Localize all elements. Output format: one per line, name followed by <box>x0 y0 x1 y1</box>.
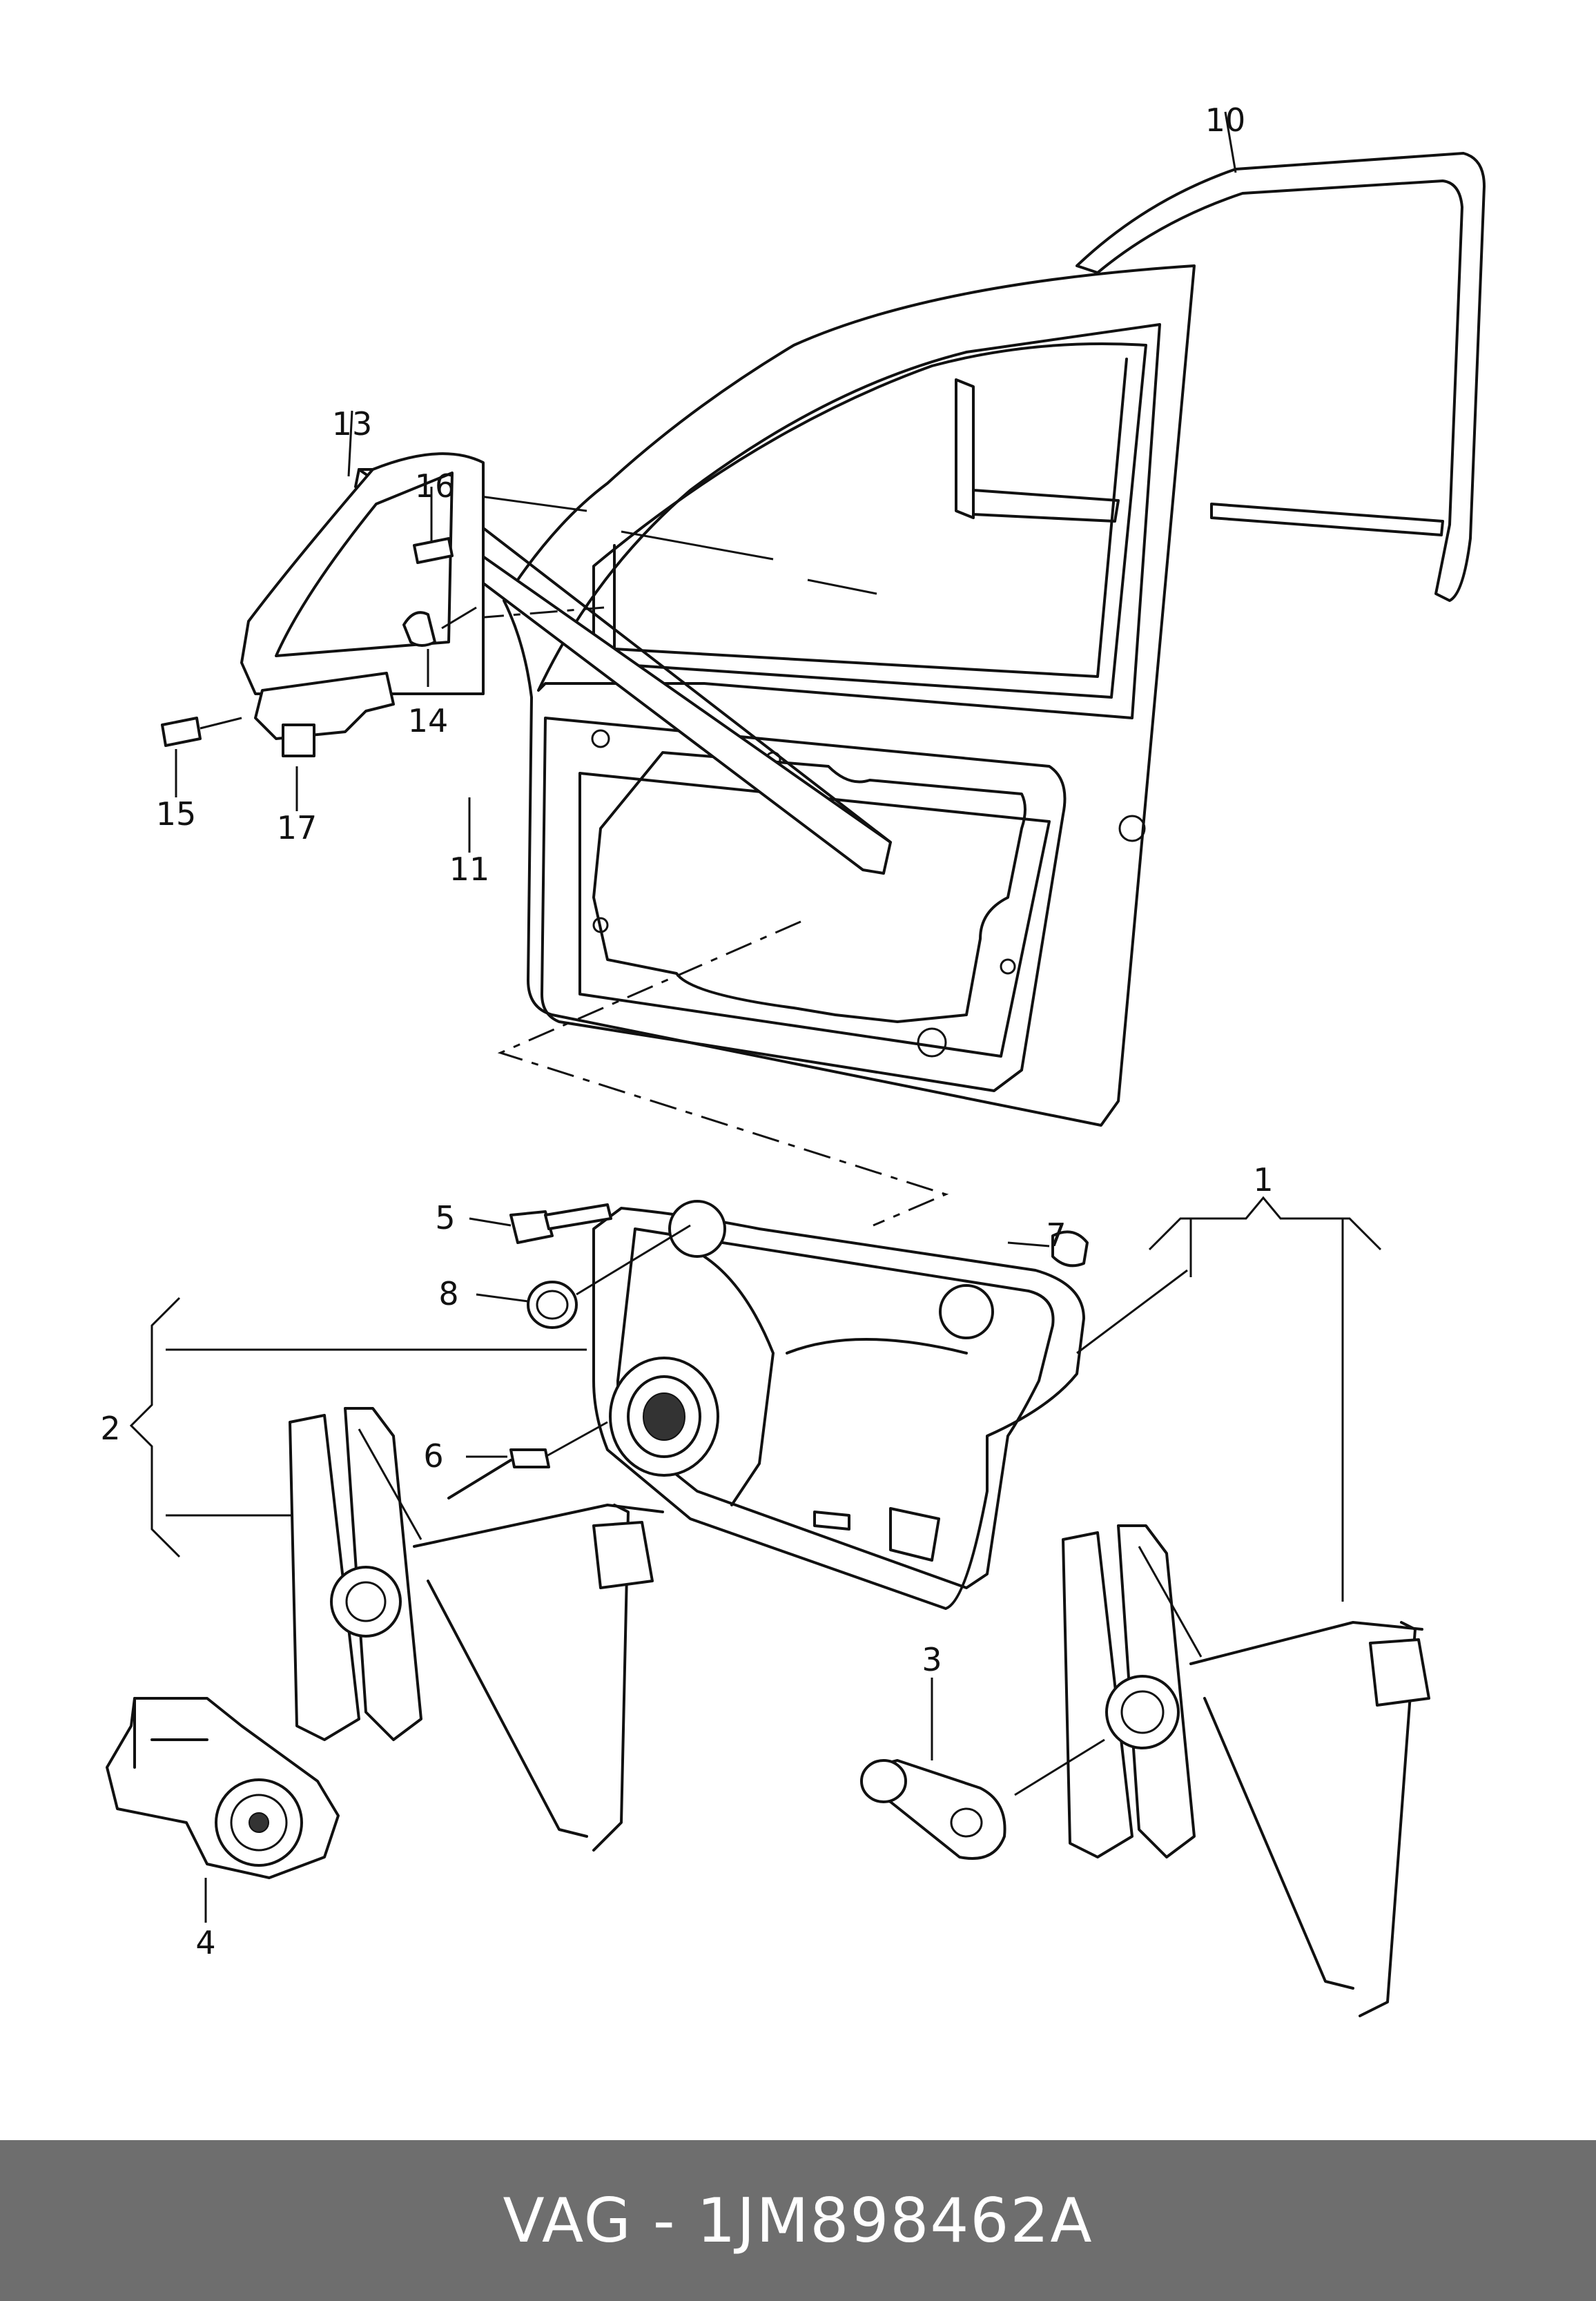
callout-3: 3 <box>922 1641 942 1678</box>
window-seal-part <box>1076 111 1486 602</box>
leader-dash-lines <box>476 606 949 1227</box>
window-motor-part <box>106 1697 340 1923</box>
door-carrier-panel <box>592 1200 1188 1610</box>
callout-6: 6 <box>423 1437 443 1475</box>
right-window-regulator <box>1062 1524 1430 2017</box>
window-crank-part <box>860 1678 1105 1860</box>
callout-17: 17 <box>277 809 318 846</box>
callout-16: 16 <box>415 467 456 505</box>
callout-5: 5 <box>435 1199 455 1236</box>
left-window-regulator <box>289 1407 664 1852</box>
part-number-label: VAG - 1JM898462A <box>503 2185 1093 2256</box>
bracket-lines <box>129 1196 1382 1602</box>
exploded-parts-diagram: 10 13 16 14 15 17 11 1 5 7 8 2 6 3 4 <box>100 101 1486 2017</box>
small-fasteners <box>161 487 477 811</box>
callout-10: 10 <box>1205 101 1246 139</box>
callout-4: 4 <box>195 1924 215 1961</box>
callout-11: 11 <box>449 851 490 888</box>
callout-14: 14 <box>408 702 449 739</box>
callout-15: 15 <box>156 795 197 833</box>
callout-1: 1 <box>1253 1161 1273 1198</box>
callout-8: 8 <box>438 1275 458 1312</box>
callout-7: 7 <box>1046 1216 1066 1254</box>
callout-2: 2 <box>100 1410 120 1447</box>
callout-13: 13 <box>332 405 373 443</box>
part-number-footer: VAG - 1JM898462A <box>0 2140 1596 2301</box>
mirror-triangle-part <box>240 410 485 740</box>
door-shell <box>503 264 1196 1127</box>
fastener-5-8-6-7 <box>447 1203 1089 1499</box>
